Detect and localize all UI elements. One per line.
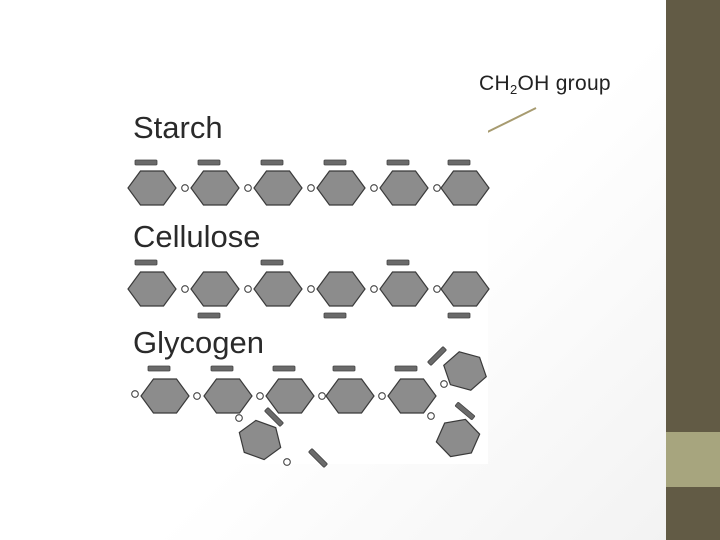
oxygen-atom <box>378 392 386 400</box>
glucose-ring <box>127 170 177 206</box>
callout-prefix: CH <box>479 72 510 95</box>
ch2oh-bar <box>386 259 410 266</box>
ch2oh-bar <box>323 312 347 319</box>
oxygen-atom <box>181 184 189 192</box>
ch2oh-bar <box>386 159 410 166</box>
sidebar-dark-band-bottom <box>666 487 720 540</box>
oxygen-atom <box>283 458 291 466</box>
ch2oh-bar <box>147 365 171 372</box>
glucose-ring <box>127 271 177 307</box>
oxygen-atom <box>307 184 315 192</box>
glucose-ring <box>379 271 429 307</box>
sidebar-dark-band-top <box>666 0 720 432</box>
ch2oh-bar <box>134 159 158 166</box>
glucose-ring-branch <box>443 351 487 391</box>
diagram-panel <box>126 100 488 464</box>
ch2oh-bar <box>332 365 356 372</box>
oxygen-atom <box>235 414 243 422</box>
glucose-ring <box>203 378 253 414</box>
ch2oh-bar-branch <box>308 448 328 468</box>
ch2oh-bar <box>197 312 221 319</box>
ch2oh-callout-label: CH2OH group <box>479 72 611 97</box>
ch2oh-bar <box>447 312 471 319</box>
oxygen-atom <box>244 184 252 192</box>
oxygen-atom <box>370 285 378 293</box>
ch2oh-bar <box>134 259 158 266</box>
ch2oh-bar <box>394 365 418 372</box>
glucose-ring <box>265 378 315 414</box>
oxygen-atom <box>427 412 435 420</box>
glucose-ring <box>140 378 190 414</box>
glucose-ring <box>440 271 490 307</box>
oxygen-atom <box>440 380 448 388</box>
sidebar-light-band <box>666 432 720 487</box>
glucose-ring <box>325 378 375 414</box>
oxygen-atom <box>433 184 441 192</box>
ch2oh-bar <box>272 365 296 372</box>
callout-suffix: OH group <box>517 72 611 95</box>
oxygen-atom <box>193 392 201 400</box>
molecule-chains <box>127 159 490 468</box>
oxygen-atom <box>131 390 139 398</box>
glucose-ring <box>253 271 303 307</box>
glucose-ring <box>316 170 366 206</box>
ch2oh-bar <box>323 159 347 166</box>
ch2oh-bar <box>210 365 234 372</box>
glucose-ring <box>379 170 429 206</box>
ch2oh-bar <box>260 259 284 266</box>
glycogen-label: Glycogen <box>133 325 264 360</box>
glucose-ring <box>253 170 303 206</box>
ch2oh-bar <box>260 159 284 166</box>
glucose-ring <box>190 271 240 307</box>
starch-label: Starch <box>133 110 223 145</box>
oxygen-atom <box>318 392 326 400</box>
glucose-ring <box>316 271 366 307</box>
ch2oh-bar <box>447 159 471 166</box>
cellulose-label: Cellulose <box>133 219 261 254</box>
callout-subscript: 2 <box>509 82 518 97</box>
ch2oh-bar-branch <box>427 346 447 366</box>
glucose-ring <box>190 170 240 206</box>
glucose-ring-branch <box>238 419 282 461</box>
oxygen-atom <box>307 285 315 293</box>
oxygen-atom <box>256 392 264 400</box>
oxygen-atom <box>370 184 378 192</box>
glucose-ring <box>440 170 490 206</box>
ch2oh-bar <box>197 159 221 166</box>
oxygen-atom <box>244 285 252 293</box>
glucose-ring-branch <box>435 418 481 458</box>
ch2oh-bar-branch <box>264 407 284 427</box>
oxygen-atom <box>181 285 189 293</box>
oxygen-atom <box>433 285 441 293</box>
ch2oh-bar-branch <box>454 402 476 420</box>
glucose-ring <box>387 378 437 414</box>
